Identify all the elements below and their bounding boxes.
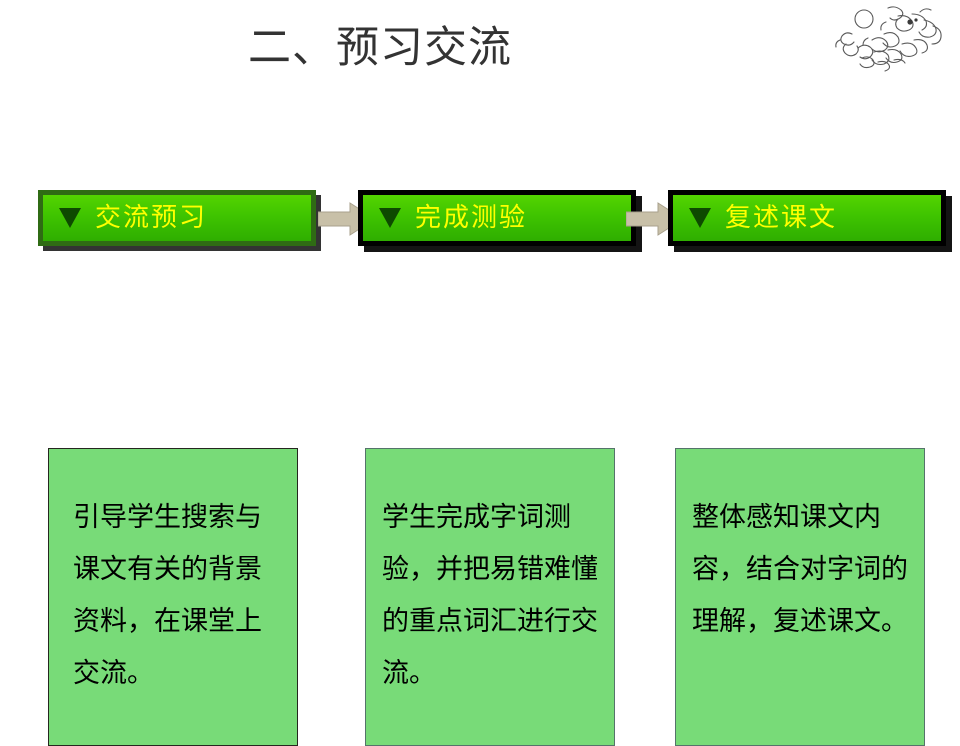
slide-canvas: 二、预习交流: [38, 4, 950, 746]
down-triangle-icon: [379, 208, 401, 228]
page-title: 二、预习交流: [248, 24, 512, 72]
step-2-body-panel: 学生完成字词测验，并把易错难懂的重点词汇进行交流。: [365, 448, 615, 746]
flow-step-1: 交流预习 引导学生搜索与课文有关的背景资料，在课堂上交流。: [38, 190, 316, 746]
step-1-body-panel: 引导学生搜索与课文有关的背景资料，在课堂上交流。: [48, 448, 298, 746]
ink-sketch-svg: [835, 6, 942, 72]
step-2-header-chip[interactable]: 完成测验: [358, 190, 636, 246]
step-2-chip-inner: 完成测验: [363, 195, 631, 241]
flow-step-2: 完成测验 学生完成字词测验，并把易错难懂的重点词汇进行交流。: [358, 190, 636, 746]
down-triangle-icon: [59, 208, 81, 228]
step-3-header-label: 复述课文: [725, 203, 838, 232]
step-2-header-label: 完成测验: [415, 203, 528, 232]
step-1-body-text: 引导学生搜索与课文有关的背景资料，在课堂上交流。: [73, 502, 262, 688]
ink-sketch-decoration-icon: [828, 4, 950, 76]
step-1-chip-inner: 交流预习: [43, 195, 311, 241]
step-3-body-panel: 整体感知课文内容，结合对字词的理解，复述课文。: [675, 448, 925, 746]
flow-step-3: 复述课文 整体感知课文内容，结合对字词的理解，复述课文。: [668, 190, 946, 746]
step-2-body-text: 学生完成字词测验，并把易错难懂的重点词汇进行交流。: [382, 502, 598, 688]
step-3-header-chip[interactable]: 复述课文: [668, 190, 946, 246]
step-1-header-chip[interactable]: 交流预习: [38, 190, 316, 246]
step-3-chip-inner: 复述课文: [673, 195, 941, 241]
process-flow-diagram: 交流预习 引导学生搜索与课文有关的背景资料，在课堂上交流。 完成测验 学生完成: [38, 190, 946, 746]
down-triangle-icon: [689, 208, 711, 228]
step-1-header-label: 交流预习: [95, 203, 208, 232]
step-3-body-text: 整体感知课文内容，结合对字词的理解，复述课文。: [692, 502, 908, 636]
